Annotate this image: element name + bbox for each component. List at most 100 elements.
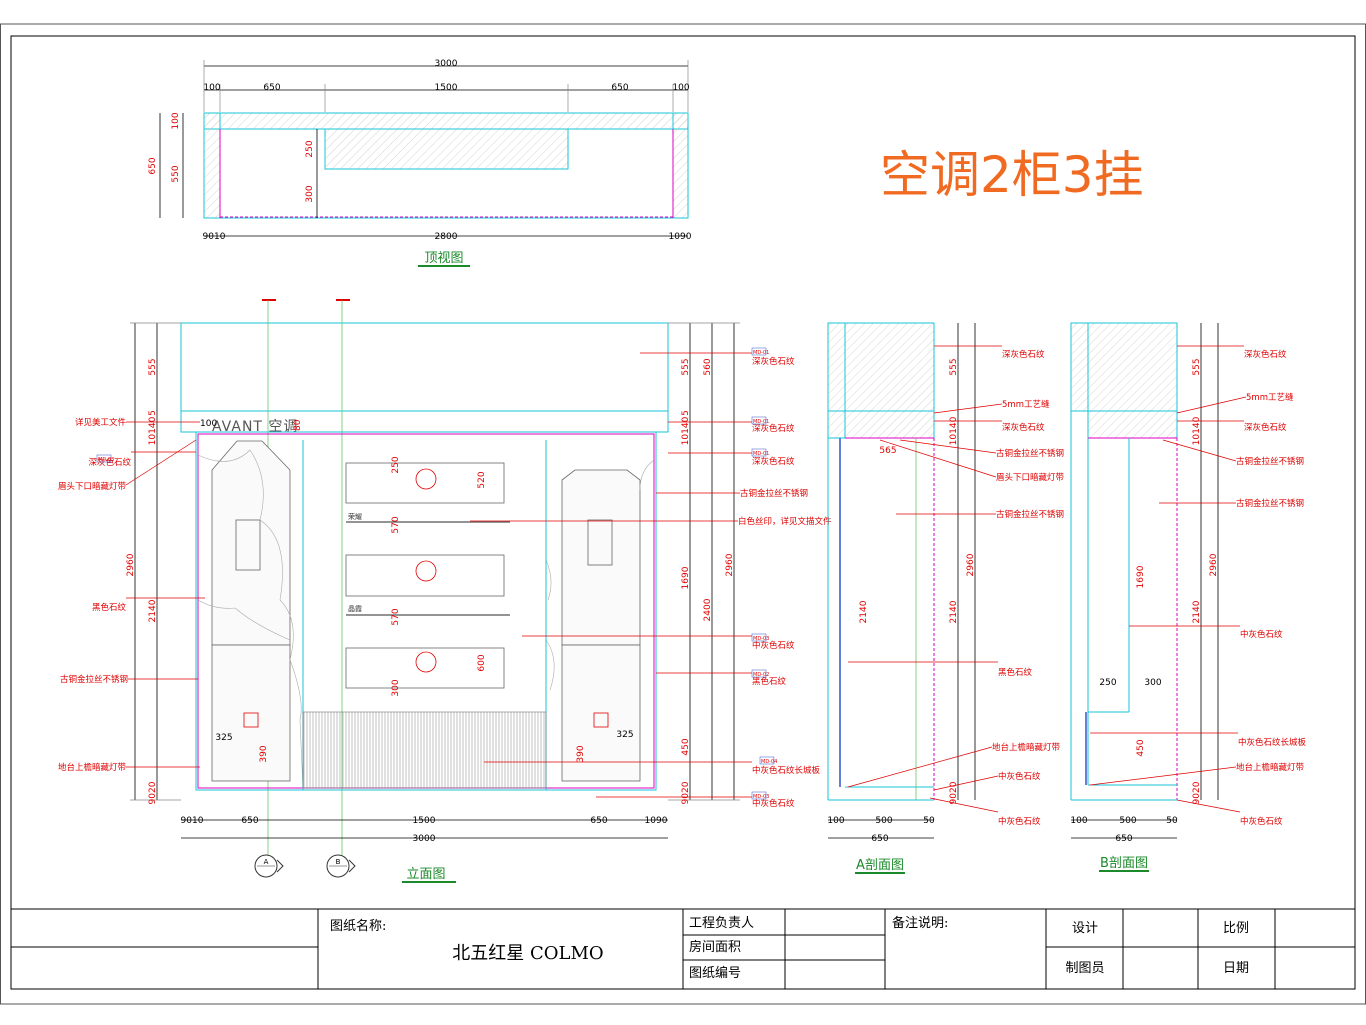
note-code-2: MD-01 xyxy=(753,419,769,425)
top-dim-4: 650 xyxy=(611,83,628,93)
elev-right-note-1: 深灰色石纹 xyxy=(752,356,795,367)
project-lead-label: 工程负责人 xyxy=(689,916,754,931)
elev-right-note-8: 中灰色石纹长城板 xyxy=(752,765,821,776)
top-dim-3: 1500 xyxy=(435,83,458,93)
elev-left-dim-5: 2140 xyxy=(148,599,158,622)
drawing-name-label: 图纸名称: xyxy=(330,918,386,934)
elev-inner-dim-8: 300 xyxy=(391,679,401,696)
elev-bottom-dim-1: 9010 xyxy=(181,816,204,826)
ac-wall-unit xyxy=(345,462,505,504)
sec-b-dim-3: 1690 xyxy=(1136,565,1146,588)
section-a-caption: A剖面图 xyxy=(856,858,904,873)
section-marker-b: B xyxy=(326,854,356,878)
elev-left-dim-2: 5 xyxy=(148,410,158,416)
elev-right-dim-8: 450 xyxy=(681,738,691,755)
elev-left-note-6: 地台上檐暗藏灯带 xyxy=(58,762,127,773)
sec-a-note-7: 黑色石纹 xyxy=(998,667,1033,678)
elev-inner-dim-4: 520 xyxy=(477,471,487,488)
drawing-no-label: 图纸编号 xyxy=(689,966,741,981)
top-left-dim-2: 100 xyxy=(171,112,181,129)
elev-inner-dim-1: 100 xyxy=(200,419,217,429)
remarks-label: 备注说明: xyxy=(892,915,948,931)
sec-a-note-1: 深灰色石纹 xyxy=(1002,349,1045,360)
top-inner-dim-1: 250 xyxy=(305,140,315,157)
elev-right-note-2: 深灰色石纹 xyxy=(752,423,795,434)
elev-overall-dim: 3000 xyxy=(413,834,436,844)
note-code-3: MD-01 xyxy=(753,451,769,457)
shelf-label-2: 晶霞 xyxy=(348,605,362,613)
top-dim-5: 100 xyxy=(672,83,689,93)
top-bottom-dim-2: 2800 xyxy=(435,232,458,242)
sec-b-note-4: 古铜金拉丝不锈钢 xyxy=(1236,456,1304,467)
top-view-caption: 顶视图 xyxy=(424,251,463,266)
elev-inner-dim-10: 390 xyxy=(259,745,269,762)
ac-wall-unit xyxy=(345,554,505,597)
sec-b-note-8: 地台上檐暗藏灯带 xyxy=(1236,762,1305,773)
drawing-title: 空调2柜3挂 xyxy=(880,146,1144,204)
sec-a-bottom-dim-4: 650 xyxy=(871,834,888,844)
sec-b-note-7: 中灰色石纹长城板 xyxy=(1238,737,1307,748)
sec-a-dim-6: 2140 xyxy=(949,600,959,623)
section-marker-a-label: A xyxy=(264,858,269,866)
sec-a-dim-1: 555 xyxy=(949,358,959,375)
elev-right-dim-9: 9020 xyxy=(681,781,691,804)
elev-inner-dim-2: 80 xyxy=(293,419,303,431)
elev-left-dim-4: 2960 xyxy=(126,553,136,576)
elev-inner-dim-3: 250 xyxy=(391,456,401,473)
elev-right-note-7: 黑色石纹 xyxy=(752,676,787,687)
elev-left-dim-3: 10140 xyxy=(148,416,158,445)
elev-left-note-3: 眉头下口暗藏灯带 xyxy=(58,481,127,492)
sec-a-dim-5: 2960 xyxy=(966,553,976,576)
sec-b-dim-2: 10140 xyxy=(1192,416,1202,445)
elevation-view: AVANT 空调 xyxy=(58,299,832,883)
top-view: 3000 100 650 1500 650 100 650 100 550 25… xyxy=(148,59,692,267)
title-block: 图纸名称: 北五红星 COLMO 工程负责人 房间面积 图纸编号 备注说明: 设… xyxy=(11,908,1355,989)
section-b-view: 555 10140 1690 2960 2140 250 300 450 902… xyxy=(1070,322,1307,872)
elev-right-dim-6: 2400 xyxy=(703,598,713,621)
sec-b-note-9: 中灰色石纹 xyxy=(1240,816,1283,827)
sec-b-note-6: 中灰色石纹 xyxy=(1240,629,1283,640)
note-code-8: MD-03 xyxy=(753,794,769,800)
sec-b-bottom-dim-1: 100 xyxy=(1070,816,1087,826)
elev-right-note-9: 中灰色石纹 xyxy=(752,798,795,809)
sec-a-note-6: 古铜金拉丝不锈钢 xyxy=(996,509,1064,520)
sec-a-bottom-dim-2: 500 xyxy=(875,816,892,826)
top-dim-2: 650 xyxy=(263,83,280,93)
date-label: 日期 xyxy=(1223,961,1249,976)
top-dim-1: 100 xyxy=(203,83,220,93)
elev-bottom-dim-5: 1090 xyxy=(645,816,668,826)
elev-inner-dim-11: 325 xyxy=(616,730,633,740)
elev-right-note-5: 白色丝印，详见文描文件 xyxy=(738,516,832,527)
elev-left-note-1: 详见美工文件 xyxy=(75,417,127,428)
sec-b-dim-4: 2960 xyxy=(1209,553,1219,576)
sec-b-bottom-dim-4: 650 xyxy=(1115,834,1132,844)
top-inner-dim-2: 300 xyxy=(305,185,315,202)
section-marker-a: A xyxy=(254,854,284,878)
elev-left-dim-1: 555 xyxy=(148,358,158,375)
sec-a-note-8: 地台上檐暗藏灯带 xyxy=(992,742,1061,753)
sec-b-dim-1: 555 xyxy=(1192,358,1202,375)
sec-a-dim-4: 2140 xyxy=(859,600,869,623)
scale-label: 比例 xyxy=(1223,921,1249,936)
section-b-caption: B剖面图 xyxy=(1100,856,1148,871)
note-code-7: MD-04 xyxy=(761,759,777,765)
note-code-6: MD-03 xyxy=(98,457,114,463)
note-code-1: MD-01 xyxy=(753,350,769,356)
sec-b-dim-6: 250 xyxy=(1099,678,1116,688)
top-bottom-dim-1: 9010 xyxy=(203,232,226,242)
sec-a-dim-2: 10140 xyxy=(949,416,959,445)
sec-a-note-4: 古铜金拉丝不锈钢 xyxy=(996,448,1064,459)
elev-inner-dim-5: 570 xyxy=(391,516,401,533)
drawing-name: 北五红星 COLMO xyxy=(452,943,603,964)
elev-right-dim-7: 2960 xyxy=(725,553,735,576)
ac-wall-unit xyxy=(345,647,505,689)
elev-right-dim-1: 555 xyxy=(681,358,691,375)
top-overall-dim: 3000 xyxy=(435,59,458,69)
note-code-5: MD-02 xyxy=(753,672,769,678)
elev-right-dim-3: 10140 xyxy=(681,416,691,445)
sec-a-dim-3: 565 xyxy=(879,446,896,456)
sec-b-dim-7: 300 xyxy=(1144,678,1161,688)
elev-right-dim-4: 560 xyxy=(703,358,713,375)
elev-inner-dim-9: 325 xyxy=(215,733,232,743)
sec-b-bottom-dim-2: 500 xyxy=(1119,816,1136,826)
